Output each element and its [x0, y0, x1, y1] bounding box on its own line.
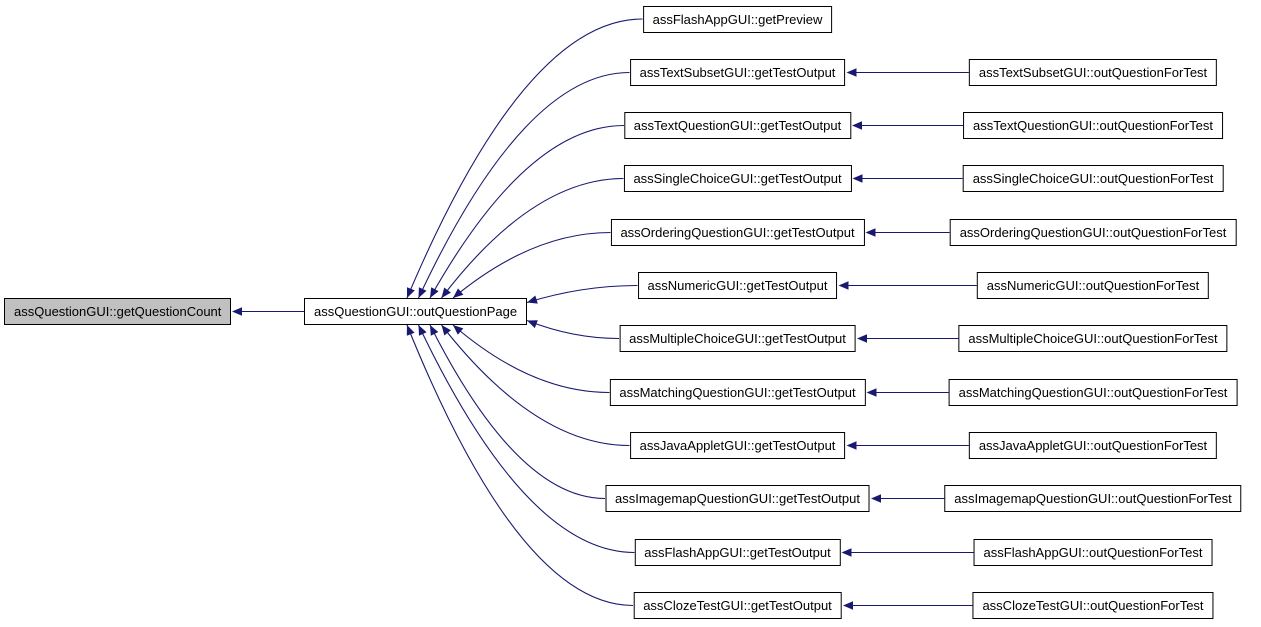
- arrowhead: [441, 287, 451, 298]
- arrowhead: [453, 288, 464, 298]
- graph-node-assFlashAppGUI-getTestOutput[interactable]: assFlashAppGUI::getTestOutput: [634, 539, 841, 566]
- graph-node-hub-function[interactable]: assQuestionGUI::outQuestionPage: [304, 298, 528, 325]
- arrowhead: [871, 494, 881, 503]
- arrowhead: [852, 174, 863, 183]
- graph-node-assMatchingQuestionGUI-outQuestionForTest[interactable]: assMatchingQuestionGUI::outQuestionForTe…: [948, 379, 1238, 406]
- graph-node-assImagemapQuestionGUI-outQuestionForTest[interactable]: assImagemapQuestionGUI::outQuestionForTe…: [944, 485, 1242, 512]
- graph-node-assClozeTestGUI-getTestOutput[interactable]: assClozeTestGUI::getTestOutput: [633, 592, 842, 619]
- graph-node-assJavaAppletGUI-getTestOutput[interactable]: assJavaAppletGUI::getTestOutput: [629, 432, 846, 459]
- arrowhead: [418, 325, 427, 336]
- graph-node-assOrderingQuestionGUI-outQuestionForTest[interactable]: assOrderingQuestionGUI::outQuestionForTe…: [949, 219, 1237, 246]
- edge: [418, 71, 630, 299]
- graph-node-assMatchingQuestionGUI-getTestOutput[interactable]: assMatchingQuestionGUI::getTestOutput: [609, 379, 866, 406]
- graph-node-assJavaAppletGUI-outQuestionForTest[interactable]: assJavaAppletGUI::outQuestionForTest: [968, 432, 1218, 459]
- edge: [406, 18, 643, 299]
- graph-node-assFlashAppGUI-outQuestionForTest[interactable]: assFlashAppGUI::outQuestionForTest: [973, 539, 1213, 566]
- edge: [526, 284, 638, 304]
- graph-node-assClozeTestGUI-outQuestionForTest[interactable]: assClozeTestGUI::outQuestionForTest: [972, 592, 1214, 619]
- edge: [452, 324, 610, 394]
- graph-node-assTextSubsetGUI-getTestOutput[interactable]: assTextSubsetGUI::getTestOutput: [629, 59, 846, 86]
- graph-node-assSingleChoiceGUI-getTestOutput[interactable]: assSingleChoiceGUI::getTestOutput: [623, 165, 852, 192]
- arrowhead: [527, 320, 538, 329]
- arrowhead: [527, 295, 538, 304]
- arrowhead: [406, 325, 415, 336]
- graph-node-assTextSubsetGUI-outQuestionForTest[interactable]: assTextSubsetGUI::outQuestionForTest: [968, 59, 1218, 86]
- arrowhead: [441, 325, 451, 336]
- graph-node-root-function: assQuestionGUI::getQuestionCount: [4, 298, 232, 325]
- graph-node-assTextQuestionGUI-outQuestionForTest[interactable]: assTextQuestionGUI::outQuestionForTest: [963, 112, 1223, 139]
- arrowhead: [841, 548, 852, 557]
- edge: [406, 324, 634, 607]
- graph-node-assTextQuestionGUI-getTestOutput[interactable]: assTextQuestionGUI::getTestOutput: [623, 112, 852, 139]
- edge: [418, 324, 635, 554]
- arrowhead: [430, 287, 439, 298]
- arrowhead: [453, 325, 464, 335]
- arrowhead: [865, 228, 876, 237]
- arrowhead: [857, 334, 867, 343]
- arrowhead: [430, 325, 439, 336]
- arrowhead: [846, 68, 857, 77]
- arrowhead: [407, 287, 415, 298]
- graph-node-assMultipleChoiceGUI-getTestOutput[interactable]: assMultipleChoiceGUI::getTestOutput: [619, 325, 856, 352]
- arrowhead: [866, 388, 877, 397]
- graph-node-assImagemapQuestionGUI-getTestOutput[interactable]: assImagemapQuestionGUI::getTestOutput: [605, 485, 870, 512]
- graph-node-assMultipleChoiceGUI-outQuestionForTest[interactable]: assMultipleChoiceGUI::outQuestionForTest: [958, 325, 1228, 352]
- arrowhead: [852, 121, 862, 130]
- graph-node-assFlashAppGUI-getPreview[interactable]: assFlashAppGUI::getPreview: [642, 5, 833, 33]
- graph-node-assSingleChoiceGUI-outQuestionForTest[interactable]: assSingleChoiceGUI::outQuestionForTest: [962, 165, 1224, 192]
- graph-node-assNumericGUI-getTestOutput[interactable]: assNumericGUI::getTestOutput: [637, 272, 838, 299]
- edge: [526, 319, 620, 340]
- arrowhead: [843, 601, 853, 610]
- edge: [441, 177, 624, 299]
- graph-node-assNumericGUI-outQuestionForTest[interactable]: assNumericGUI::outQuestionForTest: [976, 272, 1210, 299]
- arrowhead: [846, 441, 857, 450]
- edge: [441, 324, 630, 447]
- arrowhead: [232, 307, 242, 316]
- arrowhead: [838, 281, 849, 290]
- edge: [429, 124, 625, 299]
- edge: [429, 324, 606, 500]
- edge: [452, 231, 611, 299]
- arrowhead: [418, 287, 427, 298]
- graph-node-assOrderingQuestionGUI-getTestOutput[interactable]: assOrderingQuestionGUI::getTestOutput: [610, 219, 865, 246]
